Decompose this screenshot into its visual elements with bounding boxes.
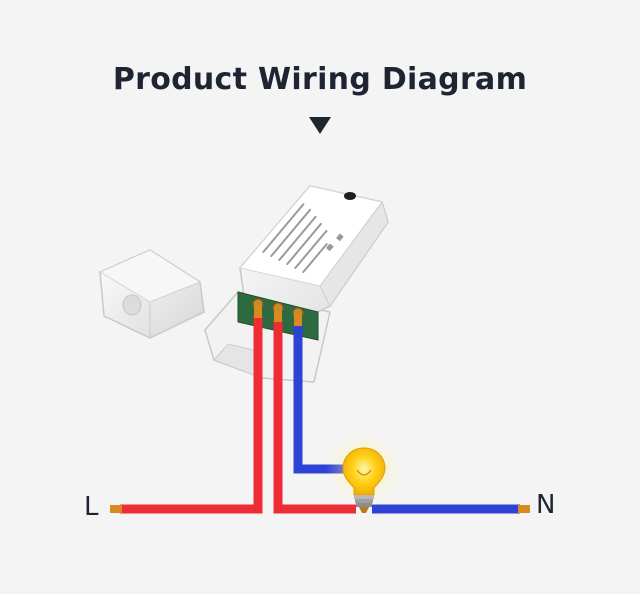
down-arrow-icon xyxy=(309,117,331,134)
terminal-out-conductor xyxy=(274,310,282,322)
neutral-terminal-label: N xyxy=(536,490,556,520)
diagram-title: Product Wiring Diagram xyxy=(112,62,528,97)
neutral-conductor-tip xyxy=(518,505,530,513)
live-conductor-tip xyxy=(110,505,122,513)
terminal-cover-cap xyxy=(98,249,205,339)
line-terminal-label: L xyxy=(84,492,99,522)
terminal-n-conductor xyxy=(294,314,302,326)
light-bulb-icon xyxy=(326,432,402,513)
switched-live-wire xyxy=(273,320,356,514)
device-label-print xyxy=(262,202,344,274)
live-wire-feed xyxy=(120,316,263,514)
terminal-l-conductor xyxy=(254,306,262,318)
